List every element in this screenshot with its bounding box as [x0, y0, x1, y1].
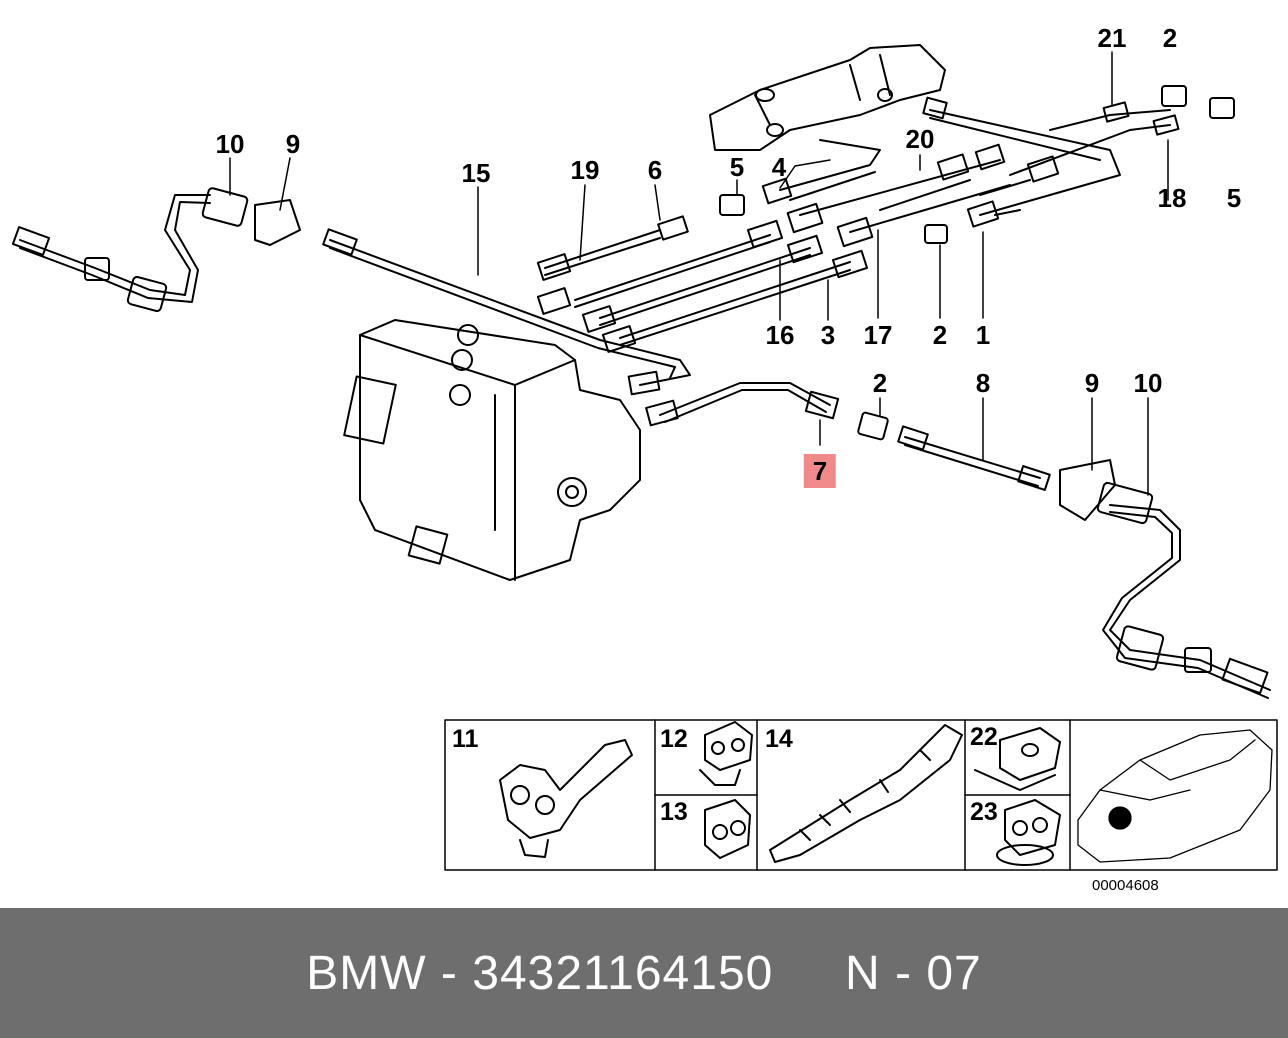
- inset-grommet-22: [974, 727, 1061, 791]
- callout-18: 18: [1157, 183, 1187, 213]
- brake-lines-top: [922, 85, 1235, 216]
- callout-1: 1: [975, 320, 991, 350]
- callout-6: 6: [647, 155, 663, 185]
- diagram-number: 00004608: [1092, 877, 1159, 894]
- abs-unit: [343, 319, 641, 581]
- inset-label-11: 11: [452, 725, 479, 753]
- callout-16: 16: [765, 320, 795, 350]
- brake-line-8: [857, 411, 1051, 491]
- callout-3: 3: [820, 320, 836, 350]
- inset-car-location: [1077, 729, 1273, 863]
- callout-8: 8: [975, 368, 991, 398]
- callout-2: 2: [1162, 23, 1178, 53]
- inset-panel: [444, 719, 1278, 871]
- callout-9: 9: [285, 129, 301, 159]
- footer-part-number: BMW - 34321164150 N - 07: [306, 946, 982, 1000]
- inset-label-12: 12: [660, 725, 688, 753]
- inset-label-23: 23: [970, 798, 998, 826]
- leader-lines: [229, 51, 1169, 496]
- brake-line-7: [645, 382, 840, 427]
- brake-line-15: [322, 228, 691, 396]
- inset-clip-11: [499, 739, 633, 858]
- inset-grommet-23: [996, 799, 1061, 866]
- inset-clip-13: [704, 799, 751, 859]
- hose-left: [11, 187, 301, 313]
- callout-15: 15: [461, 158, 491, 188]
- callout-2: 2: [872, 368, 888, 398]
- callout-4: 4: [771, 152, 787, 182]
- callout-21: 21: [1097, 23, 1127, 53]
- callout-19: 19: [570, 155, 600, 185]
- master-cylinder: [709, 44, 946, 151]
- callout-17: 17: [863, 320, 893, 350]
- hose-right: [1059, 459, 1271, 699]
- callout-2: 2: [932, 320, 948, 350]
- brake-lines-middle: [536, 139, 1060, 353]
- callout-5: 5: [729, 152, 745, 182]
- callout-7-highlighted[interactable]: 7: [803, 454, 837, 488]
- inset-label-22: 22: [970, 723, 998, 751]
- callout-9: 9: [1084, 368, 1100, 398]
- callout-10: 10: [215, 129, 245, 159]
- callout-20: 20: [905, 124, 935, 154]
- callout-5: 5: [1226, 183, 1242, 213]
- inset-label-14: 14: [765, 725, 793, 753]
- footer-bar: BMW - 34321164150 N - 07: [0, 908, 1288, 1038]
- parts-diagram: [11, 44, 1278, 871]
- callout-10: 10: [1133, 368, 1163, 398]
- inset-label-13: 13: [660, 798, 688, 826]
- inset-clip-12: [699, 721, 753, 786]
- inset-rail-14: [769, 724, 963, 863]
